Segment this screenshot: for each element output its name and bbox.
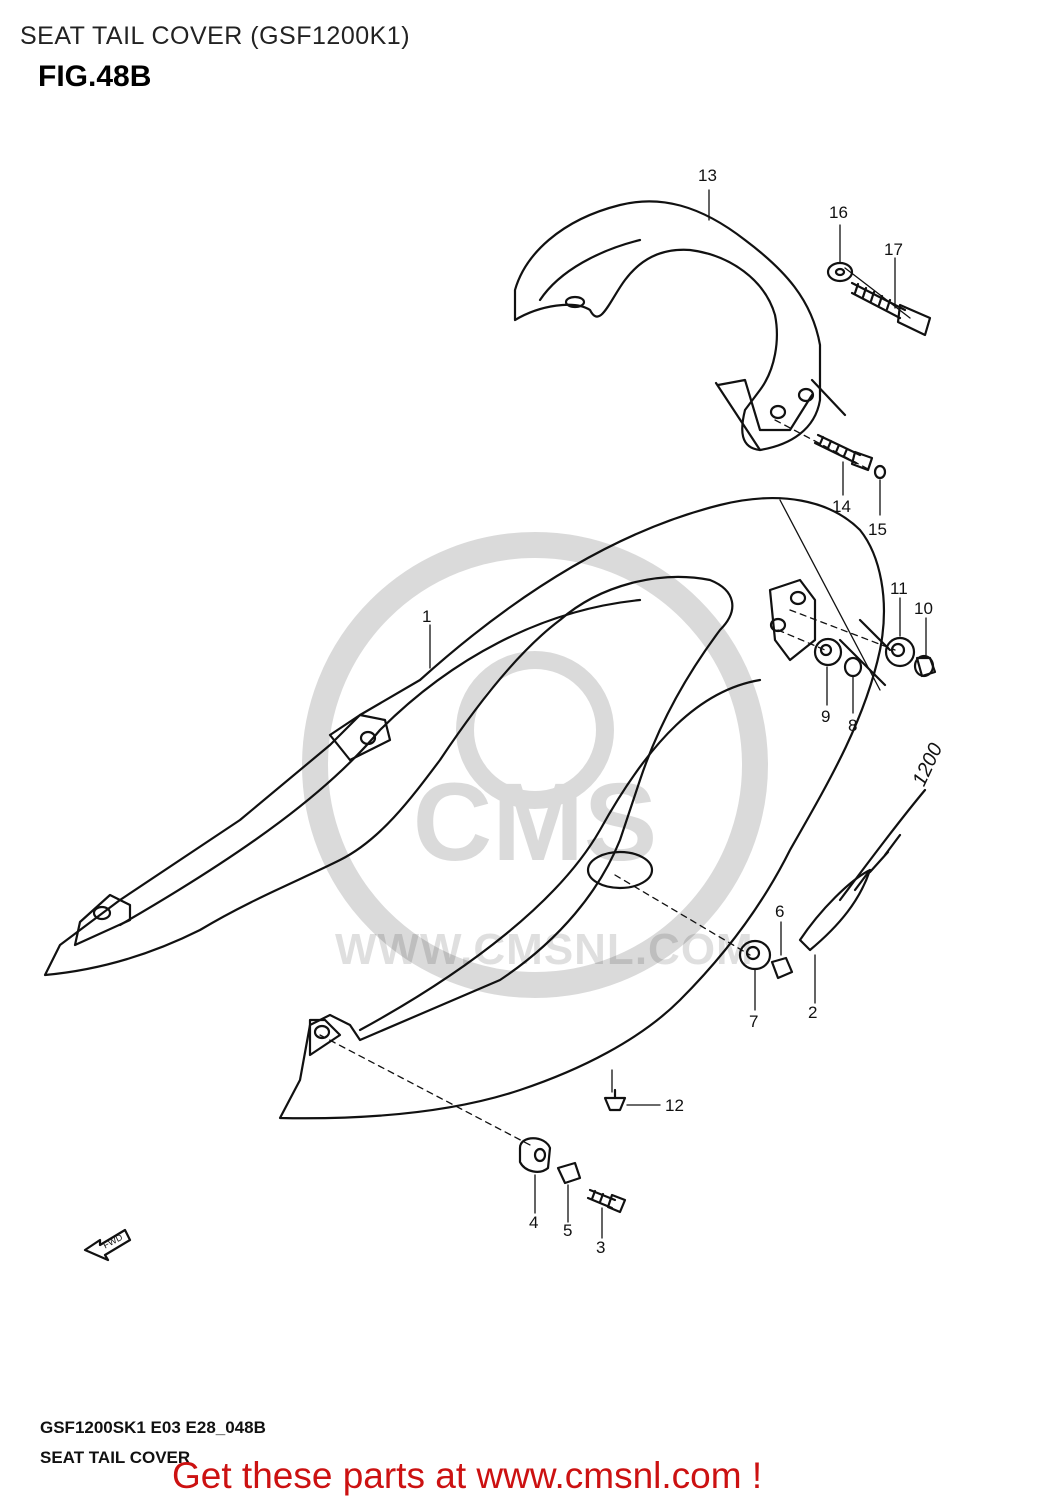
callout-13: 13 bbox=[698, 166, 717, 185]
callout-7: 7 bbox=[749, 1012, 758, 1031]
grommet-part-7 bbox=[738, 939, 772, 971]
bolt-part-3 bbox=[586, 1188, 627, 1214]
grommet-part-11 bbox=[884, 636, 916, 668]
callout-17: 17 bbox=[884, 240, 903, 259]
callout-8: 8 bbox=[848, 716, 857, 735]
callout-11: 11 bbox=[890, 579, 908, 598]
grab-rail-part-13 bbox=[513, 200, 847, 452]
watermark-text: WWW.CMSNL.COM bbox=[335, 925, 754, 974]
washer-part-15 bbox=[873, 464, 887, 480]
fwd-arrow-icon bbox=[83, 1228, 132, 1262]
figure-number: FIG.48B bbox=[38, 60, 152, 93]
grommet-part-9 bbox=[813, 637, 843, 667]
collar-part-10 bbox=[913, 654, 937, 678]
callout-15: 15 bbox=[868, 520, 887, 539]
page-title: SEAT TAIL COVER (GSF1200K1) bbox=[20, 22, 411, 50]
callout-16: 16 bbox=[829, 203, 848, 222]
bolt-part-14 bbox=[813, 433, 874, 472]
callout-12: 12 bbox=[665, 1096, 684, 1115]
callout-6: 6 bbox=[775, 902, 784, 921]
callout-2: 2 bbox=[808, 1003, 817, 1022]
washer-part-16 bbox=[826, 261, 854, 283]
callout-4: 4 bbox=[529, 1213, 538, 1232]
callout-3: 3 bbox=[596, 1238, 605, 1257]
bolt-part-17 bbox=[850, 281, 932, 337]
decal-text: 1200 bbox=[908, 740, 947, 790]
collar-part-5 bbox=[556, 1161, 582, 1185]
seat-tail-cover-part-1 bbox=[43, 497, 892, 1120]
callout-14: 14 bbox=[832, 497, 851, 516]
collar-part-8 bbox=[843, 656, 863, 678]
fwd-label: FWD bbox=[101, 1232, 124, 1251]
collar-part-6 bbox=[770, 956, 794, 980]
screw-part-12 bbox=[603, 1088, 627, 1112]
decal-part-2 bbox=[798, 788, 927, 952]
callout-1: 1 bbox=[422, 607, 431, 626]
diagram-caption: SEAT TAIL COVER bbox=[40, 1448, 191, 1467]
callout-5: 5 bbox=[563, 1221, 572, 1240]
callout-9: 9 bbox=[821, 707, 830, 726]
grommet-part-4 bbox=[518, 1137, 552, 1173]
promo-link[interactable]: Get these parts at www.cmsnl.com ! bbox=[172, 1455, 763, 1496]
callout-10: 10 bbox=[914, 599, 933, 618]
diagram-code: GSF1200SK1 E03 E28_048B bbox=[40, 1418, 266, 1437]
